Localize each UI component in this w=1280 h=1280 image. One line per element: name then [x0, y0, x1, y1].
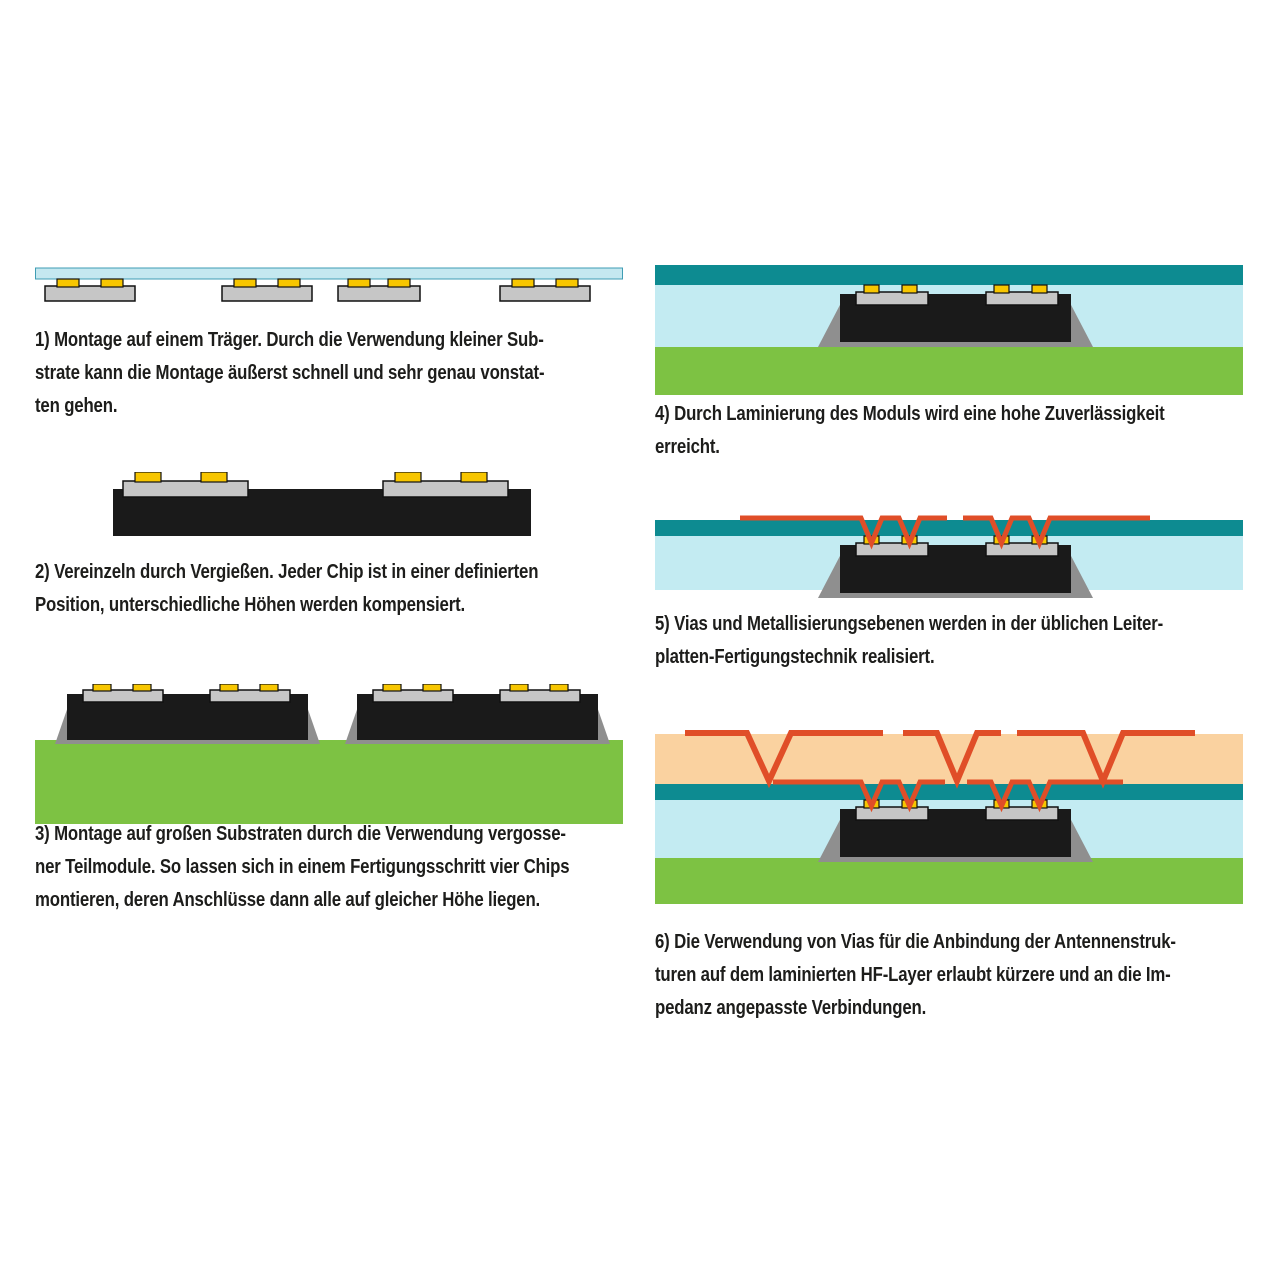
contact-pad [394, 472, 422, 483]
step5-figure [655, 512, 1243, 604]
step6-caption: 6) Die Verwendung von Vias für die Anbin… [655, 931, 1176, 1019]
chip-substrate [382, 480, 509, 498]
contact-pad [134, 472, 162, 483]
step3-figure [35, 684, 623, 824]
step1-diagram [35, 267, 623, 302]
contact-pad [460, 472, 488, 483]
laminate-top-layer [655, 784, 1243, 800]
step4-diagram [655, 265, 1243, 395]
large-substrate [35, 740, 623, 824]
substrate-group [44, 278, 136, 302]
antenna-trace-with-via [1017, 730, 1195, 789]
substrate-group [499, 278, 591, 302]
chip-module [817, 799, 1094, 863]
chip-substrate [122, 480, 249, 498]
contact-pad [200, 472, 228, 483]
step3-caption: 3) Montage auf großen Substraten durch d… [35, 823, 570, 911]
step2-caption: 2) Vereinzeln durch Vergießen. Jeder Chi… [35, 561, 539, 616]
metallization-trace-with-vias [963, 515, 1150, 550]
step4-figure [655, 265, 1243, 395]
antenna-trace-with-via [685, 730, 883, 789]
step4-caption: 4) Durch Laminierung des Moduls wird ein… [655, 403, 1165, 458]
laminate-top-layer [655, 520, 1243, 536]
step6-figure [655, 726, 1243, 904]
antenna-trace-with-via [903, 730, 1001, 789]
step3-diagram [35, 684, 623, 824]
substrate-group [337, 278, 421, 302]
step1-caption: 1) Montage auf einem Träger. Durch die V… [35, 329, 545, 417]
chip-module [817, 535, 1094, 599]
step5-caption: 5) Vias und Metallisierungsebenen werden… [655, 613, 1163, 668]
chip-module [817, 284, 1094, 348]
inner-metallization-trace [773, 779, 945, 813]
metallization-trace-with-vias [740, 515, 947, 550]
substrate-group [221, 278, 313, 302]
chip-module [344, 684, 611, 745]
base-substrate-layer [655, 858, 1243, 904]
carrier-film [35, 267, 623, 280]
laminate-top-layer [655, 265, 1243, 285]
step2-figure [113, 472, 531, 536]
step1-figure [35, 266, 623, 310]
step2-diagram [113, 472, 531, 536]
base-substrate-layer [655, 347, 1243, 395]
chip-module [54, 684, 321, 745]
inner-metallization-trace [967, 779, 1123, 813]
step5-diagram [655, 515, 1243, 599]
step6-diagram [655, 730, 1243, 904]
